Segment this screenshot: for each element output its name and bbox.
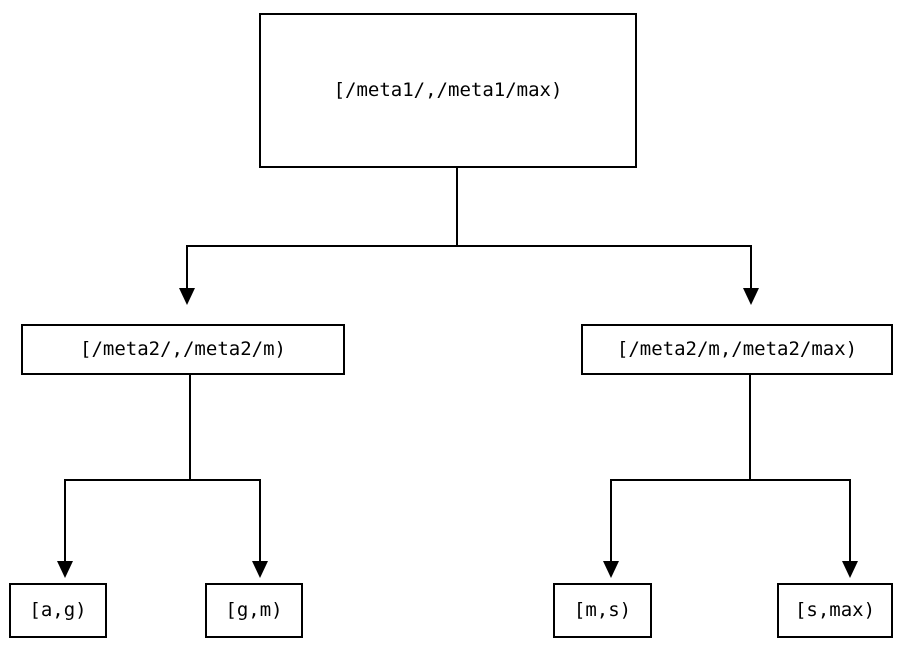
node-middle-left: [/meta2/,/meta2/m) — [21, 324, 345, 375]
edge-middle-left-horizontal-bar — [64, 479, 261, 481]
edge-middle-left-to-leaf-gm-drop — [259, 479, 261, 561]
edge-middle-right-stem — [749, 375, 751, 481]
arrowhead-down-icon-leaf-ms — [603, 561, 619, 578]
edge-middle-right-to-leaf-ms-drop — [610, 479, 612, 561]
edge-root-to-middle-left-drop — [186, 245, 188, 288]
node-leaf-a-g: [a,g) — [9, 583, 107, 638]
node-leaf-g-m: [g,m) — [205, 583, 303, 638]
arrowhead-down-icon-root-left — [179, 288, 195, 305]
node-middle-right: [/meta2/m,/meta2/max) — [581, 324, 893, 375]
edge-middle-left-to-leaf-ag-drop — [64, 479, 66, 561]
edge-middle-right-to-leaf-smax-drop — [849, 479, 851, 561]
arrowhead-down-icon-root-right — [743, 288, 759, 305]
edge-middle-right-horizontal-bar — [610, 479, 851, 481]
edge-root-horizontal-bar — [186, 245, 752, 247]
arrowhead-down-icon-leaf-ag — [57, 561, 73, 578]
edge-root-stem — [456, 168, 458, 247]
node-leaf-m-s: [m,s) — [553, 583, 652, 638]
node-leaf-s-max: [s,max) — [777, 583, 893, 638]
edge-middle-left-stem — [189, 375, 191, 481]
arrowhead-down-icon-leaf-smax — [842, 561, 858, 578]
node-root: [/meta1/,/meta1/max) — [259, 13, 637, 168]
edge-root-to-middle-right-drop — [750, 245, 752, 288]
arrowhead-down-icon-leaf-gm — [252, 561, 268, 578]
